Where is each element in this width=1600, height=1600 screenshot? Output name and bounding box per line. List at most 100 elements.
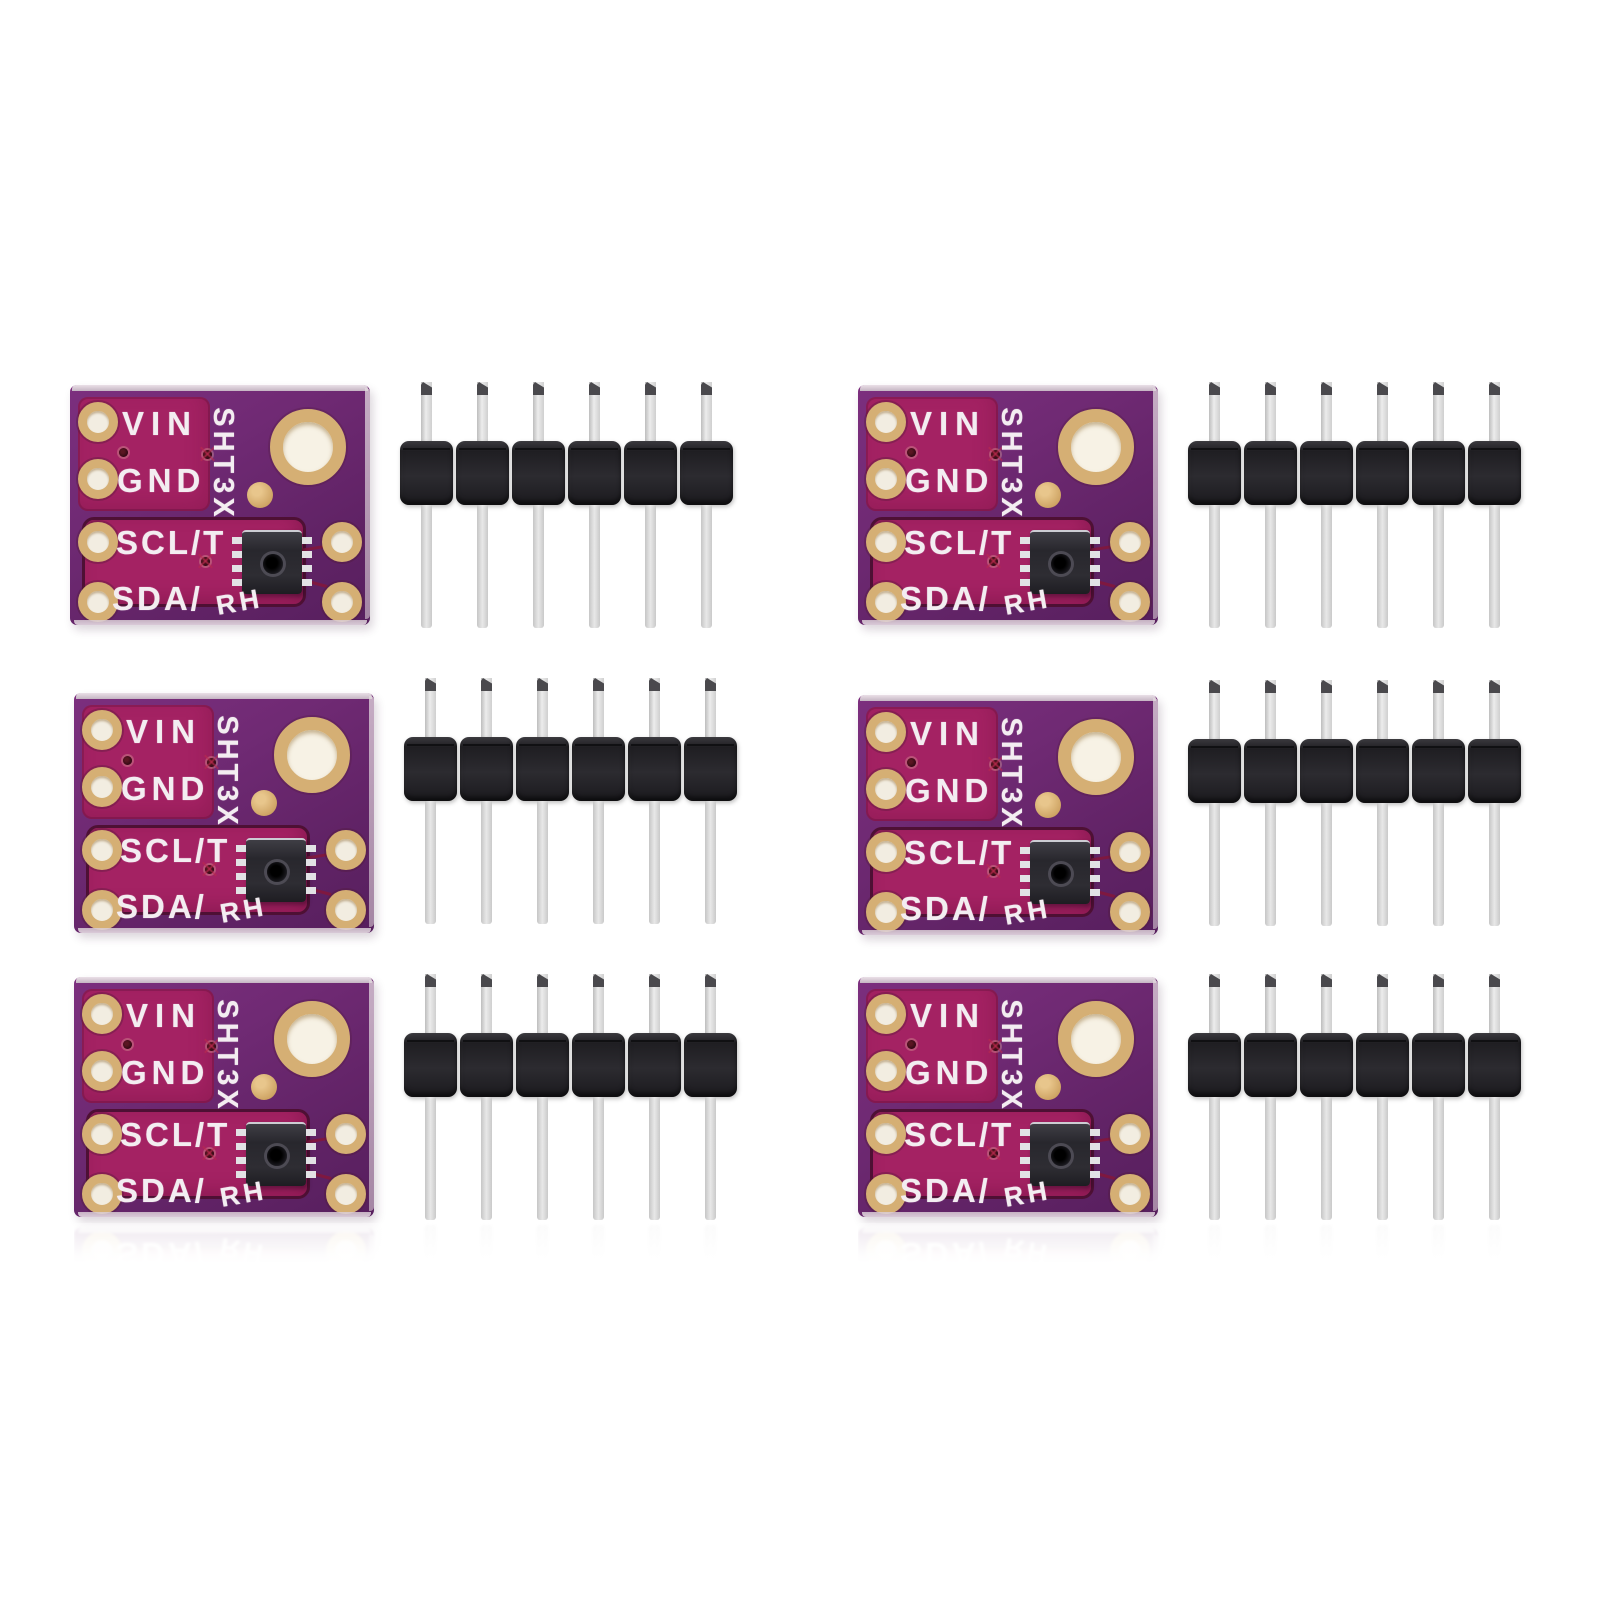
via <box>119 448 128 457</box>
header-pin-bottom <box>425 1097 436 1220</box>
board-edge-highlight-bottom <box>862 1228 1155 1233</box>
silkscreen-label-scl: SCL/T <box>120 832 231 869</box>
gold-test-pad <box>247 482 273 508</box>
header-plastic-block <box>684 737 737 801</box>
via <box>907 448 916 457</box>
header-pin-bottom <box>1489 1097 1500 1220</box>
header-pin-top <box>1265 974 1276 1035</box>
silkscreen-label-gnd: GND <box>905 772 994 809</box>
header-pin-top <box>1321 382 1332 443</box>
solder-pad-scl <box>82 1114 122 1154</box>
header-pin-top <box>1433 974 1444 1035</box>
board-edge-highlight-bottom <box>74 620 367 625</box>
chip-pins-right <box>306 1260 316 1263</box>
board-edge-highlight-top <box>860 977 1156 983</box>
header-pin-top <box>1209 680 1220 741</box>
header-plastic-block <box>1188 441 1241 505</box>
header-pin-bottom <box>1433 803 1444 926</box>
header-plastic-block <box>628 737 681 801</box>
header-pin-bottom <box>589 505 600 628</box>
pin-tip <box>705 974 716 987</box>
pin-tip <box>1377 974 1388 987</box>
header-pin-bottom <box>1433 505 1444 628</box>
board-edge-highlight-bottom <box>78 928 371 933</box>
board-edge-highlight-right <box>1153 698 1158 929</box>
header-pin-unit <box>1468 1225 1521 1263</box>
header-plastic-block <box>684 1033 737 1097</box>
sensor-kit-unit: VIN GND SCL/T SDA/ RH SHT3X <box>74 1223 740 1263</box>
solder-pad-scl <box>866 522 906 562</box>
pin-header-strip <box>1188 1225 1521 1263</box>
header-pin-unit <box>400 382 453 628</box>
header-pin-bottom <box>1321 1225 1332 1263</box>
header-pin-bottom <box>1433 1225 1444 1263</box>
header-pin-bottom <box>425 801 436 924</box>
sensor-kit-unit: VIN GND SCL/T SDA/ RH SHT3X <box>858 1223 1524 1263</box>
header-pin-top <box>1209 974 1220 1035</box>
header-pin-bottom <box>1433 1097 1444 1220</box>
silkscreen-label-gnd: GND <box>121 1054 210 1091</box>
header-pin-top <box>593 678 604 739</box>
chip-sensor-opening <box>1051 1146 1071 1166</box>
pin-tip <box>533 382 544 395</box>
chip-pins-right <box>1090 1260 1100 1263</box>
header-plastic-block <box>1244 441 1297 505</box>
header-plastic-block <box>1356 739 1409 803</box>
mounting-hole <box>1058 1001 1134 1077</box>
silkscreen-label-sda: SDA/ <box>116 1172 207 1209</box>
via <box>907 1040 916 1049</box>
header-plastic-block <box>516 1033 569 1097</box>
header-plastic-block <box>1300 441 1353 505</box>
silkscreen-label-sda: SDA/ <box>900 890 991 927</box>
header-pin-top <box>705 678 716 739</box>
header-pin-bottom <box>537 1097 548 1220</box>
solder-pad-right-lower <box>1110 892 1150 932</box>
chip-pins-right <box>306 845 316 901</box>
header-pin-bottom <box>1377 505 1388 628</box>
header-pin-top <box>1489 382 1500 443</box>
header-pin-top <box>1433 680 1444 741</box>
header-pin-bottom <box>1489 1225 1500 1263</box>
silkscreen-label-rh: RH <box>1001 583 1054 621</box>
sht3x-sensor-chip <box>236 838 316 902</box>
solder-pad-right-lower <box>326 1174 366 1214</box>
board-edge-highlight-right <box>1153 388 1158 619</box>
header-pin-unit <box>516 1225 569 1263</box>
header-pin-bottom <box>1321 803 1332 926</box>
header-pin-top <box>425 678 436 739</box>
header-pin-bottom <box>1377 1225 1388 1263</box>
solder-pad-vin <box>866 994 906 1034</box>
pin-header-strip <box>404 974 737 1220</box>
mounting-hole <box>274 1001 350 1077</box>
header-pin-bottom <box>537 801 548 924</box>
silkscreen-label-sht3x: SHT3X <box>995 717 1027 831</box>
pin-tip <box>1321 382 1332 395</box>
silkscreen-label-vin: VIN <box>126 713 203 750</box>
via <box>203 450 212 459</box>
pin-tip <box>425 974 436 987</box>
header-pin-unit <box>1468 680 1521 926</box>
chip-pins-left <box>236 845 246 901</box>
header-pin-unit <box>1300 382 1353 628</box>
header-pin-bottom <box>481 1225 492 1263</box>
silkscreen-label-sda: SDA/ <box>900 1172 991 1209</box>
sht3x-sensor-chip <box>1020 1259 1100 1263</box>
via <box>205 865 214 874</box>
header-pin-top <box>705 974 716 1035</box>
solder-pad-sda <box>82 1231 122 1263</box>
header-pin-unit <box>1356 680 1409 926</box>
solder-pad-sda <box>866 1174 906 1214</box>
solder-pad-vin <box>82 994 122 1034</box>
via <box>207 1042 216 1051</box>
solder-pad-right-lower <box>1110 1174 1150 1214</box>
header-plastic-block <box>1468 441 1521 505</box>
header-pin-unit <box>1244 1225 1297 1263</box>
via <box>991 450 1000 459</box>
header-pin-top <box>1209 382 1220 443</box>
header-pin-unit <box>1244 382 1297 628</box>
silkscreen-label-scl: SCL/T <box>116 524 227 561</box>
solder-pad-right-upper <box>1110 522 1150 562</box>
header-pin-top <box>1377 974 1388 1035</box>
header-pin-top <box>1321 680 1332 741</box>
header-pin-bottom <box>1209 1225 1220 1263</box>
